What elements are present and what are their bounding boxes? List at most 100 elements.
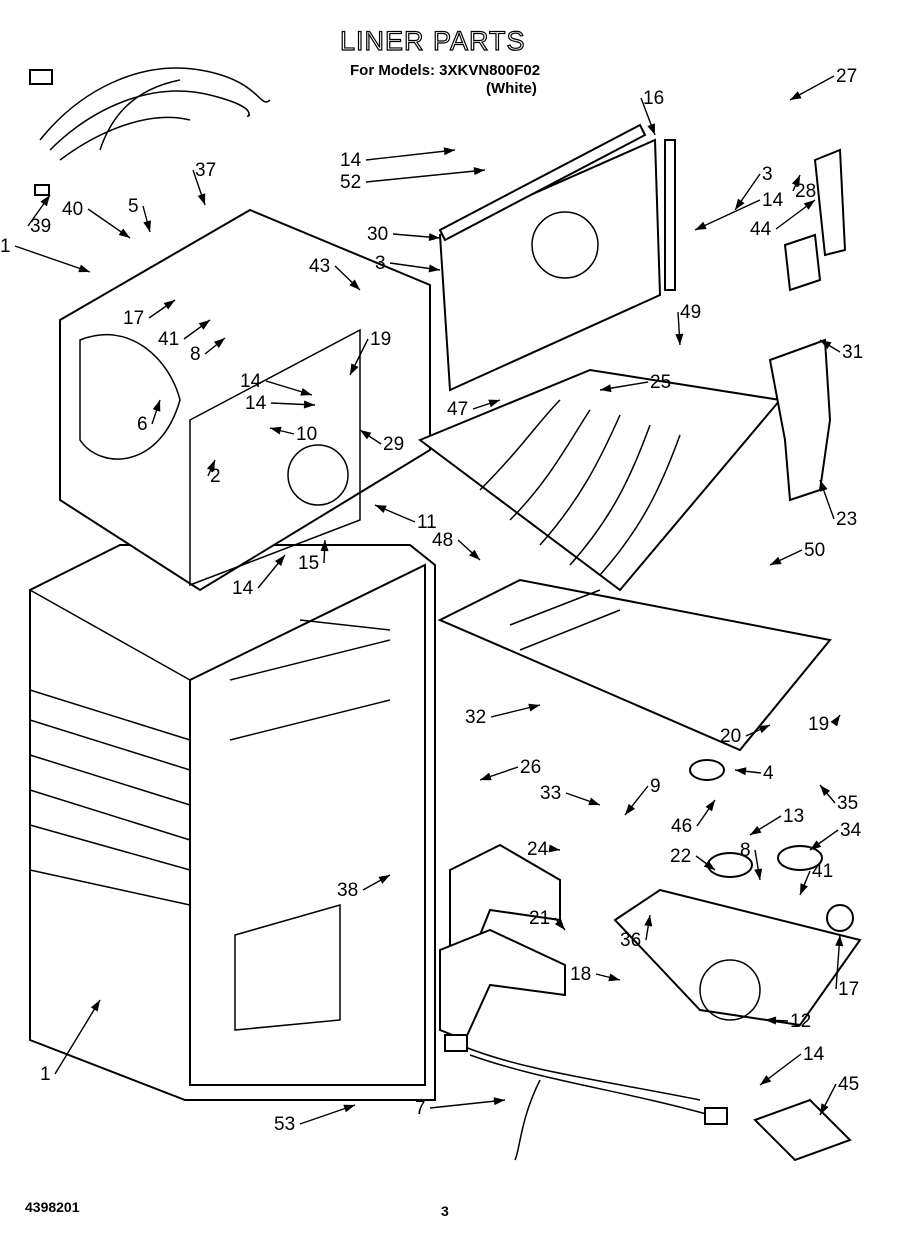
callout-5: 5 (128, 196, 139, 217)
callout-1: 1 (0, 236, 11, 257)
arrowhead (349, 279, 360, 290)
arrowhead (320, 540, 329, 552)
arrowhead (675, 333, 684, 345)
arrowhead (548, 844, 560, 853)
arrowhead (78, 264, 90, 273)
arrowhead (765, 1016, 777, 1025)
arrowhead (830, 715, 840, 727)
arrowhead (754, 868, 763, 880)
arrowhead (378, 875, 390, 884)
callout-11: 11 (417, 512, 437, 533)
arrowhead (488, 399, 500, 408)
arrowhead (695, 221, 707, 230)
callout-17: 17 (838, 979, 859, 1000)
callout-25: 25 (650, 372, 671, 393)
arrowhead (152, 400, 161, 412)
callout-14: 14 (762, 190, 784, 211)
page-title: LINER PARTS (339, 25, 526, 56)
arrowhead (600, 384, 612, 393)
callout-43: 43 (309, 256, 330, 277)
arrowhead (343, 1104, 355, 1113)
callout-18: 18 (570, 964, 591, 985)
arrowhead (428, 233, 440, 242)
callout-39: 39 (30, 216, 51, 237)
leader-line (54, 999, 101, 1075)
air-diffusers (439, 843, 566, 1042)
callout-28: 28 (795, 181, 816, 202)
callout-9: 9 (650, 776, 661, 797)
callout-6: 6 (137, 414, 148, 435)
callout-14: 14 (232, 578, 254, 599)
callout-19: 19 (370, 329, 391, 350)
arrowhead (735, 767, 747, 776)
callout-44: 44 (750, 219, 772, 240)
callout-36: 36 (620, 930, 641, 951)
callout-21: 21 (529, 908, 550, 929)
callout-41: 41 (812, 861, 833, 882)
arrowhead (350, 363, 359, 375)
callout-41: 41 (158, 329, 179, 350)
callout-46: 46 (671, 816, 692, 837)
callout-10: 10 (296, 424, 317, 445)
rear-panel (438, 123, 676, 392)
wiring-harness-top (29, 67, 271, 196)
leader-line (694, 199, 761, 231)
arrowhead (820, 785, 831, 797)
arrowhead (644, 915, 653, 927)
arrowhead (820, 340, 832, 350)
callout-1: 1 (40, 1064, 51, 1085)
callout-35: 35 (837, 793, 858, 814)
callout-37: 37 (195, 160, 216, 181)
cover-plate (753, 1098, 852, 1162)
callout-20: 20 (720, 726, 741, 747)
arrowhead (819, 480, 828, 492)
arrowhead (473, 167, 485, 176)
leader-line (429, 1099, 506, 1109)
callout-47: 47 (447, 399, 468, 420)
arrowhead (118, 228, 130, 238)
arrowhead (758, 725, 770, 734)
model-subtitle: For Models: 3XKVN800F02 (350, 62, 541, 79)
arrowhead (428, 264, 440, 273)
callout-31: 31 (842, 342, 863, 363)
leader-line (365, 169, 486, 183)
arrowhead (375, 505, 387, 513)
callout-48: 48 (432, 530, 453, 551)
callout-34: 34 (840, 820, 862, 841)
leader-line (14, 245, 91, 273)
freezer-floor-tray (417, 368, 782, 592)
arrowhead (90, 1000, 100, 1012)
arrowhead (750, 825, 762, 835)
arrowhead (360, 430, 372, 440)
callout-7: 7 (415, 1098, 426, 1119)
arrowhead (735, 198, 745, 210)
arrowhead (270, 426, 282, 435)
callout-15: 15 (298, 553, 319, 574)
arrowhead (206, 460, 215, 472)
arrowhead (480, 772, 492, 781)
callout-8: 8 (740, 840, 751, 861)
arrowhead (554, 918, 565, 930)
callout-19: 19 (808, 714, 829, 735)
callout-24: 24 (527, 839, 549, 860)
callout-14: 14 (245, 393, 267, 414)
arrowhead (790, 91, 802, 100)
wiring-harness-bottom (444, 1034, 728, 1161)
air-duct (768, 148, 847, 502)
callout-30: 30 (367, 224, 388, 245)
callout-8: 8 (190, 344, 201, 365)
callout-12: 12 (790, 1011, 811, 1032)
arrowhead (770, 556, 782, 565)
arrowhead (588, 797, 600, 806)
page-number: 3 (441, 1203, 449, 1219)
callout-14: 14 (240, 371, 262, 392)
callout-14: 14 (340, 150, 362, 171)
freezer-liner (59, 208, 431, 592)
arrowhead (608, 973, 620, 982)
arrowhead (647, 123, 655, 135)
document-number: 4398201 (25, 1199, 80, 1215)
arrowhead (705, 800, 715, 812)
callout-52: 52 (340, 172, 361, 193)
control-housing (613, 759, 862, 1027)
